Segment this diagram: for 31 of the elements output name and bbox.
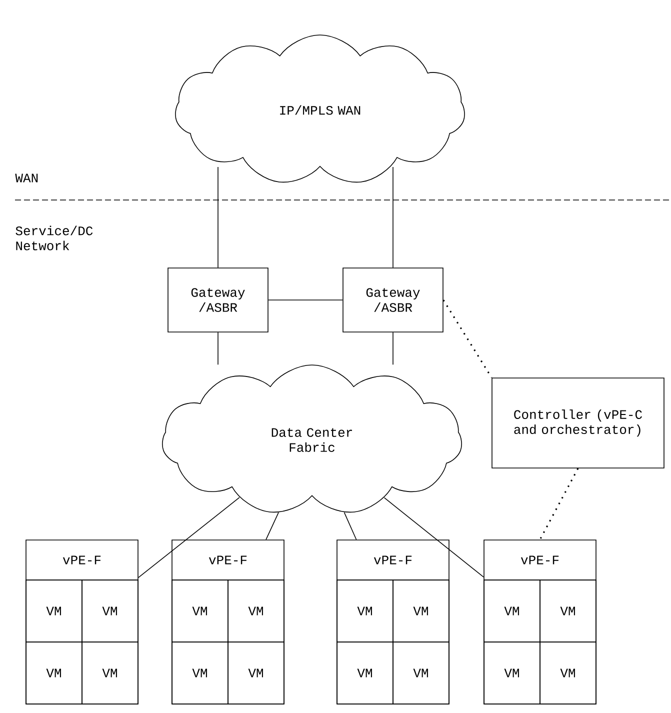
vm-cell: VM: [484, 642, 540, 704]
connector: [392, 166, 394, 268]
connector: [266, 512, 279, 540]
connector: [138, 497, 240, 578]
vm-cell: VM: [336, 580, 394, 642]
vm-cell: VM: [540, 642, 596, 704]
vm-cell: VM: [26, 642, 82, 704]
cloud: IP/MPLS WAN: [175, 34, 465, 183]
cloud: Data Center Fabric: [162, 364, 462, 513]
gateway-box: Gateway /ASBR: [168, 268, 268, 332]
vm-cell: VM: [82, 580, 138, 642]
vm-cell: VM: [336, 642, 394, 704]
vm-cell: VM: [82, 642, 138, 704]
area-label: Service/DC Network: [16, 226, 93, 250]
vm-cell: VM: [228, 580, 284, 642]
controller-box: Controller (vPE-C and orchestrator): [492, 378, 664, 468]
vm-cell: VM: [484, 580, 540, 642]
vm-cell: VM: [228, 642, 284, 704]
gateway-box: Gateway /ASBR: [342, 268, 444, 332]
connector: [392, 332, 394, 365]
area-label: WAN: [15, 174, 38, 182]
vm-cell: VM: [392, 580, 450, 642]
vm-cell: VM: [540, 580, 596, 642]
connector: [539, 468, 579, 540]
connector: [384, 497, 484, 578]
connector: [442, 300, 492, 378]
vm-cell: VM: [172, 580, 228, 642]
vm-cell: VM: [172, 642, 228, 704]
vm-cell: VM: [26, 580, 82, 642]
vm-cell: VM: [392, 642, 450, 704]
connector: [344, 512, 357, 540]
